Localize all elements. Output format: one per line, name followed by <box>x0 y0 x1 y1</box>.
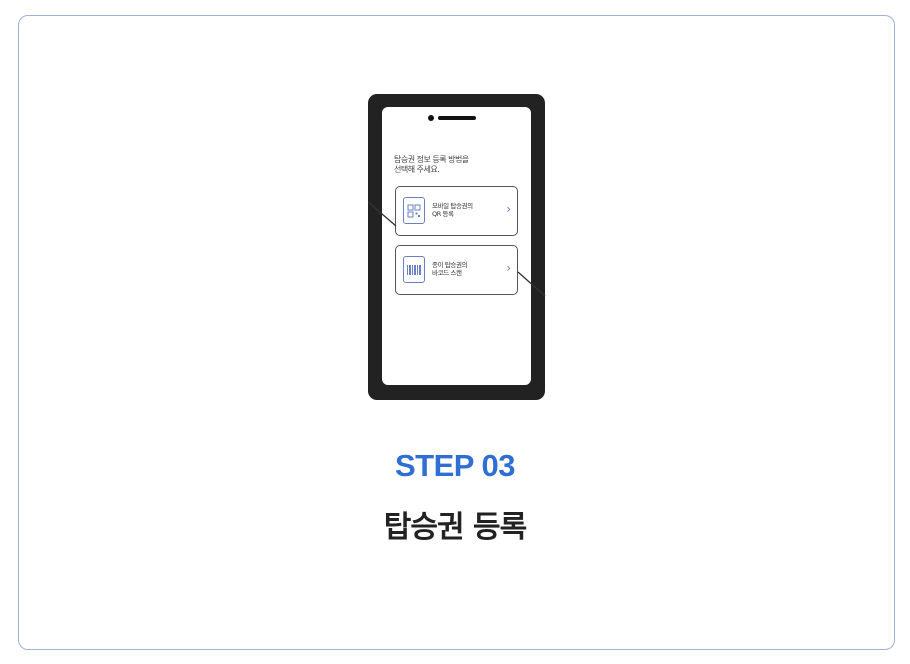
step-title: 탑승권 등록 <box>383 510 527 545</box>
option-label: 종이 탑승권의 바코드 스캔 <box>432 261 468 277</box>
step-number: STEP 03 <box>394 448 516 483</box>
qr-code-icon <box>403 197 425 224</box>
camera-icon <box>428 115 434 121</box>
phone-screen: 탑승권 정보 등록 방법을 선택해 주세요. 모바일 탑승권의 QR 등록 › <box>382 107 531 385</box>
chevron-right-icon: › <box>506 261 511 275</box>
option-paper-barcode: 종이 탑승권의 바코드 스캔 › <box>395 245 518 295</box>
screen-prompt: 탑승권 정보 등록 방법을 선택해 주세요. <box>394 155 469 174</box>
speaker-icon <box>438 116 476 120</box>
option-mobile-qr: 모바일 탑승권의 QR 등록 › <box>395 186 518 236</box>
phone-illustration: 탑승권 정보 등록 방법을 선택해 주세요. 모바일 탑승권의 QR 등록 › <box>368 94 546 400</box>
chevron-right-icon: › <box>506 202 511 216</box>
barcode-icon <box>403 256 425 283</box>
option-label: 모바일 탑승권의 QR 등록 <box>432 202 473 218</box>
